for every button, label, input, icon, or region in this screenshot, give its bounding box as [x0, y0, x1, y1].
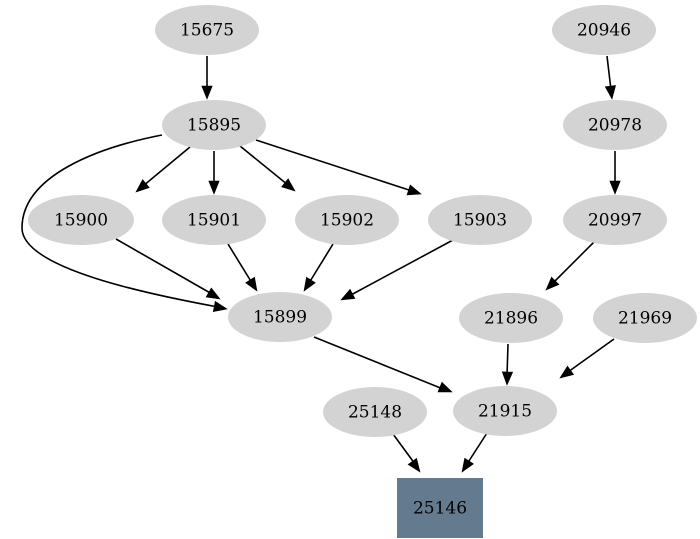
node-ellipse[interactable]	[459, 293, 563, 343]
arrowhead-icon	[609, 180, 621, 195]
arrowhead-icon	[135, 179, 150, 193]
edge-20946-to-20978	[604, 55, 616, 100]
edge-line	[606, 55, 612, 91]
edges-layer	[21, 55, 621, 473]
edge-15675-to-15895	[201, 56, 213, 100]
edge-line	[392, 433, 416, 465]
node-ellipse[interactable]	[28, 195, 134, 245]
edge-15895-to-15900	[135, 146, 191, 193]
arrowhead-icon	[205, 287, 221, 300]
arrowhead-icon	[461, 457, 474, 473]
node-ellipse[interactable]	[563, 100, 667, 150]
edge-line	[227, 243, 253, 284]
graph-node-15675[interactable]: 15675	[155, 5, 259, 55]
arrowhead-icon	[201, 85, 213, 100]
graph-node-25146[interactable]: 25146	[397, 478, 483, 538]
edge-line	[308, 243, 334, 284]
edge-line	[239, 145, 289, 186]
edge-15903-to-15899	[340, 239, 454, 301]
edge-20997-to-21896	[545, 241, 595, 291]
graph-node-15902[interactable]: 15902	[295, 195, 399, 245]
node-ellipse[interactable]	[295, 195, 399, 245]
node-rect[interactable]	[397, 478, 483, 538]
arrowhead-icon	[604, 85, 616, 100]
arrowhead-icon	[281, 178, 296, 192]
node-ellipse[interactable]	[552, 5, 656, 55]
graph-node-15901[interactable]: 15901	[162, 195, 266, 245]
edge-20978-to-20997	[609, 151, 621, 195]
edge-line	[552, 241, 595, 284]
nodes-layer: 15675 15895 15900 15901 15902 15903 20946 20978…	[28, 5, 697, 538]
edge-line	[466, 432, 488, 465]
arrowhead-icon	[245, 276, 258, 292]
edge-21915-to-25146	[461, 432, 488, 473]
edge-21969-to-21915	[559, 338, 615, 379]
graph-node-15899[interactable]: 15899	[228, 292, 332, 342]
edge-25148-to-25146	[392, 433, 421, 473]
edge-15900-to-15899	[115, 238, 221, 300]
edge-21896-to-21915	[501, 343, 514, 386]
edge-line	[255, 139, 413, 192]
edge-15901-to-15899	[227, 243, 258, 292]
arrowhead-icon	[406, 184, 422, 196]
edge-line	[313, 336, 444, 390]
node-ellipse[interactable]	[593, 293, 697, 343]
graph-node-21915[interactable]: 21915	[453, 386, 557, 436]
node-ellipse[interactable]	[162, 100, 266, 150]
graph-node-21896[interactable]: 21896	[459, 293, 563, 343]
edge-15899-to-21915	[313, 336, 453, 393]
edge-line	[142, 146, 191, 187]
node-ellipse[interactable]	[155, 5, 259, 55]
edge-line	[348, 239, 454, 297]
arrowhead-icon	[407, 457, 421, 473]
graph-node-15903[interactable]: 15903	[428, 195, 532, 245]
arrowhead-icon	[545, 276, 560, 291]
arrowhead-icon	[501, 371, 514, 386]
graph-node-15895[interactable]: 15895	[162, 100, 266, 150]
edge-line	[567, 338, 615, 373]
node-ellipse[interactable]	[428, 195, 532, 245]
node-ellipse[interactable]	[228, 292, 332, 342]
arrowhead-icon	[208, 180, 220, 195]
edge-15895-to-15902	[239, 145, 296, 192]
arrowhead-icon	[303, 276, 316, 292]
edge-line	[506, 343, 509, 377]
graph-node-20978[interactable]: 20978	[563, 100, 667, 150]
graph-node-20997[interactable]: 20997	[563, 195, 667, 245]
edge-line	[115, 238, 213, 295]
arrowhead-icon	[212, 300, 228, 313]
node-ellipse[interactable]	[162, 195, 266, 245]
arrowhead-icon	[340, 288, 356, 301]
edge-15895-to-15903	[255, 139, 422, 196]
graph-node-20946[interactable]: 20946	[552, 5, 656, 55]
arrowhead-icon	[437, 381, 453, 393]
edge-line	[21, 134, 219, 308]
edge-15895-to-15899	[21, 134, 228, 313]
node-ellipse[interactable]	[453, 386, 557, 436]
graph-node-25148[interactable]: 25148	[323, 387, 427, 437]
node-ellipse[interactable]	[563, 195, 667, 245]
graph-node-21969[interactable]: 21969	[593, 293, 697, 343]
arrowhead-icon	[559, 365, 575, 379]
node-ellipse[interactable]	[323, 387, 427, 437]
edge-15895-to-15901	[208, 151, 220, 195]
graph-node-15900[interactable]: 15900	[28, 195, 134, 245]
edge-15902-to-15899	[303, 243, 334, 292]
